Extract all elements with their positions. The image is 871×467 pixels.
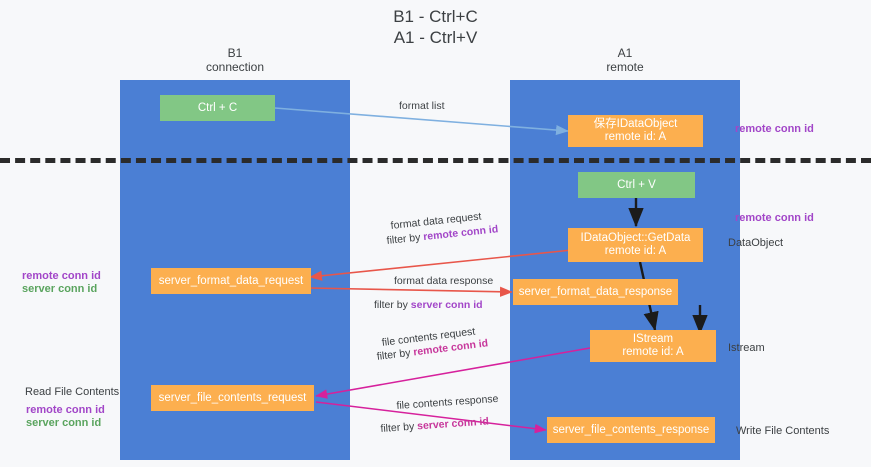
node-server-format-data-response[interactable]: server_format_data_response — [513, 279, 678, 305]
lane-header-b1: B1 connection — [205, 46, 265, 74]
phase-separator — [0, 158, 871, 163]
annotation-dataobject: DataObject — [728, 237, 784, 249]
node-ctrl-c[interactable]: Ctrl + C — [160, 95, 275, 121]
node-server-format-data-request[interactable]: server_format_data_request — [151, 268, 311, 294]
flow-filter-prefix: filter by — [386, 231, 424, 247]
flow-filter-prefix: filter by — [376, 346, 415, 363]
flow-filter-file-contents-response: filter by server conn id — [380, 414, 489, 436]
node-server-file-contents-response[interactable]: server_file_contents_response — [547, 417, 715, 443]
flow-filter-key-server-conn-id: server conn id — [410, 299, 483, 311]
flow-filter-format-data-response: filter by server conn id — [374, 298, 483, 312]
annotation-remote-conn-id-top: remote conn id — [735, 123, 814, 135]
annotation-left-server-conn-id-1: server conn id — [22, 283, 98, 295]
node-istream[interactable]: IStream remote id: A — [590, 330, 716, 362]
annotation-left-remote-conn-id-2: remote conn id — [26, 404, 105, 416]
flow-label-file-contents-response: file contents response — [396, 392, 499, 413]
annotation-istream: Istream — [728, 342, 765, 354]
annotation-write-file-contents: Write File Contents — [736, 425, 830, 437]
annotation-read-file-contents: Read File Contents — [25, 386, 120, 398]
page-title: B1 - Ctrl+C A1 - Ctrl+V — [393, 7, 478, 47]
node-server-file-contents-request[interactable]: server_file_contents_request — [151, 385, 314, 411]
lane-header-a1: A1 remote — [606, 46, 644, 74]
node-ctrl-v[interactable]: Ctrl + V — [578, 172, 695, 198]
flow-label-format-data-response: format data response — [394, 274, 493, 288]
flow-text-file-contents-response: file contents response — [396, 392, 499, 412]
annotation-left-server-conn-id-2: server conn id — [26, 417, 102, 429]
flow-filter-key-server-conn-id: server conn id — [416, 415, 490, 433]
node-save-idataobject[interactable]: 保存IDataObject remote id: A — [568, 115, 703, 147]
node-idataobject-getdata[interactable]: IDataObject::GetData remote id: A — [568, 228, 703, 262]
flow-label-format-list: format list — [399, 100, 445, 112]
annotation-remote-conn-id-mid: remote conn id — [735, 212, 814, 224]
flow-filter-prefix: filter by — [380, 420, 418, 435]
annotation-left-remote-conn-id-1: remote conn id — [22, 270, 101, 282]
flow-filter-prefix: filter by — [374, 299, 411, 311]
flow-text-format-data-response: format data response — [394, 275, 494, 287]
